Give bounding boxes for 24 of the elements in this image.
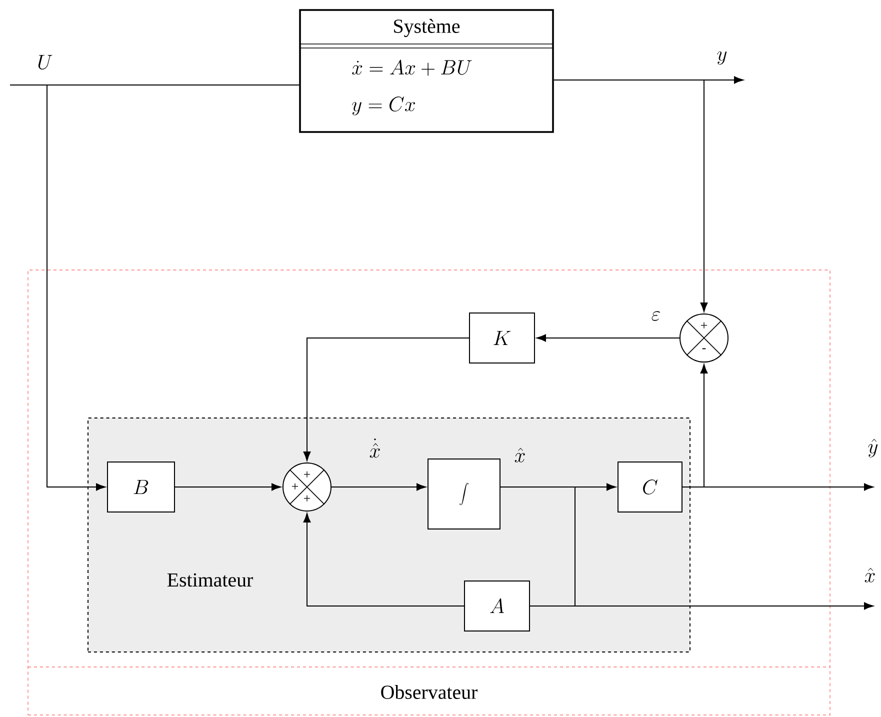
block-box: $K$ xyxy=(469,312,535,364)
system-box: Système $\dot{x} = Ax + BU$ $y = Cx$ xyxy=(299,9,554,133)
arrow xyxy=(303,338,470,461)
edge-label: $\hat{y}$ xyxy=(868,438,878,458)
arrow xyxy=(303,513,464,606)
edge-label: $y$ xyxy=(717,51,727,65)
summing-junction: + - xyxy=(680,314,728,362)
arrow xyxy=(331,483,426,491)
edge-label: $\dot{\hat{x}}$ xyxy=(370,438,380,458)
junction-label: $\varepsilon$ xyxy=(652,311,660,321)
block-box: $\int$ xyxy=(428,458,500,530)
arrow xyxy=(500,486,874,610)
summing-junction: + + + xyxy=(282,462,332,512)
edge-label: $\hat{x}$ xyxy=(864,568,875,582)
edge-label: $U$ xyxy=(38,54,52,70)
arrow xyxy=(536,334,680,342)
arrow xyxy=(682,364,708,488)
block-box: $A$ xyxy=(464,580,530,632)
arrow xyxy=(46,84,106,491)
block-box: $C$ xyxy=(618,462,682,512)
arrow xyxy=(174,483,281,491)
edge-label: $\hat{x}$ xyxy=(514,448,525,462)
block-box: $B$ xyxy=(107,462,175,512)
arrow xyxy=(553,80,708,312)
